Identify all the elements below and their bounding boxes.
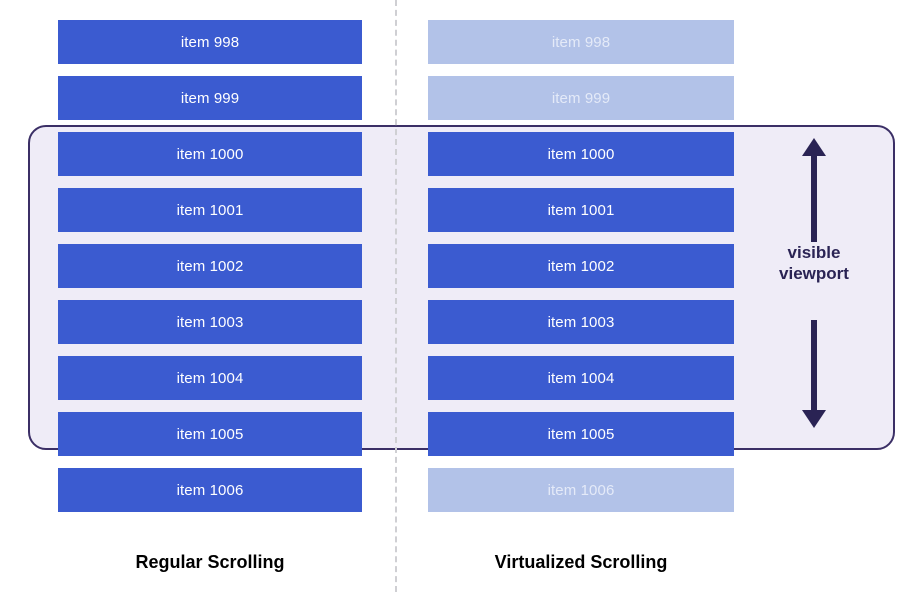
virtualized-item-bar[interactable]: item 1006 (428, 468, 734, 512)
caption-regular-scrolling: Regular Scrolling (135, 552, 285, 572)
visible-viewport-arrow: visible viewport (779, 138, 849, 438)
arrow-down-head-icon (802, 410, 826, 428)
regular-item-bar[interactable]: item 1002 (58, 244, 362, 288)
regular-item-bar[interactable]: item 1006 (58, 468, 362, 512)
regular-item-bar[interactable]: item 999 (58, 76, 362, 120)
caption-virtualized-scrolling: Virtualized Scrolling (494, 552, 668, 572)
virtualized-item-bar[interactable]: item 1003 (428, 300, 734, 344)
regular-item-bar[interactable]: item 1004 (58, 356, 362, 400)
column-divider (395, 0, 397, 592)
regular-item-bar[interactable]: item 998 (58, 20, 362, 64)
virtualized-item-bar[interactable]: item 998 (428, 20, 734, 64)
arrow-upper-shaft (811, 152, 817, 242)
regular-item-bar[interactable]: item 1000 (58, 132, 362, 176)
regular-item-bar[interactable]: item 1003 (58, 300, 362, 344)
arrow-lower-shaft (811, 320, 817, 410)
visible-viewport-label-line2: viewport (779, 264, 849, 284)
virtualized-item-bar[interactable]: item 1004 (428, 356, 734, 400)
regular-item-bar[interactable]: item 1001 (58, 188, 362, 232)
virtualized-item-bar[interactable]: item 999 (428, 76, 734, 120)
regular-item-bar[interactable]: item 1005 (58, 412, 362, 456)
arrow-up-head-icon (802, 138, 826, 156)
virtualized-item-bar[interactable]: item 1002 (428, 244, 734, 288)
visible-viewport-label-line1: visible (787, 243, 841, 262)
virtualized-item-bar[interactable]: item 1005 (428, 412, 734, 456)
virtualized-item-bar[interactable]: item 1000 (428, 132, 734, 176)
virtualized-item-bar[interactable]: item 1001 (428, 188, 734, 232)
visible-viewport-label: visible viewport (777, 242, 851, 285)
